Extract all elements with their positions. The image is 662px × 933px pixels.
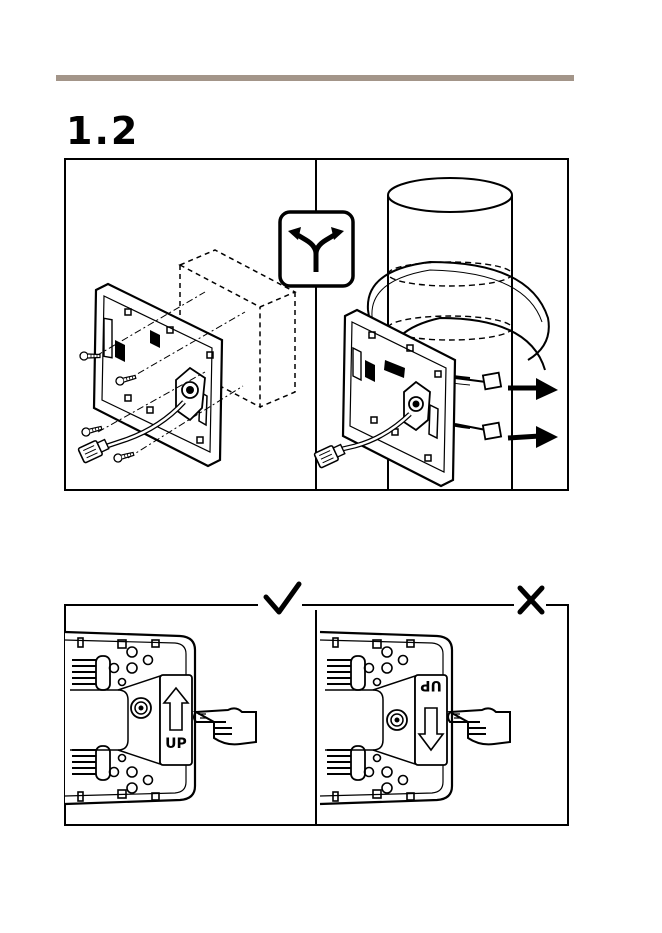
correct-orientation-illustration: UP [65,632,256,804]
pointing-hand-icon [194,708,256,744]
fork-arrows-icon [280,212,353,286]
up-label-correct: UP [165,736,187,752]
up-label-wrong: UP [420,677,442,693]
pointing-hand-icon [448,708,510,744]
pull-arrow-icon [508,378,558,448]
bottom-instruction-panel: UP [65,584,568,825]
wall-box-mount-illustration [78,250,295,466]
cross-icon [520,588,542,612]
checkmark-icon [266,584,299,612]
wrong-orientation-illustration: UP [320,632,510,804]
top-instruction-panel [65,159,568,490]
